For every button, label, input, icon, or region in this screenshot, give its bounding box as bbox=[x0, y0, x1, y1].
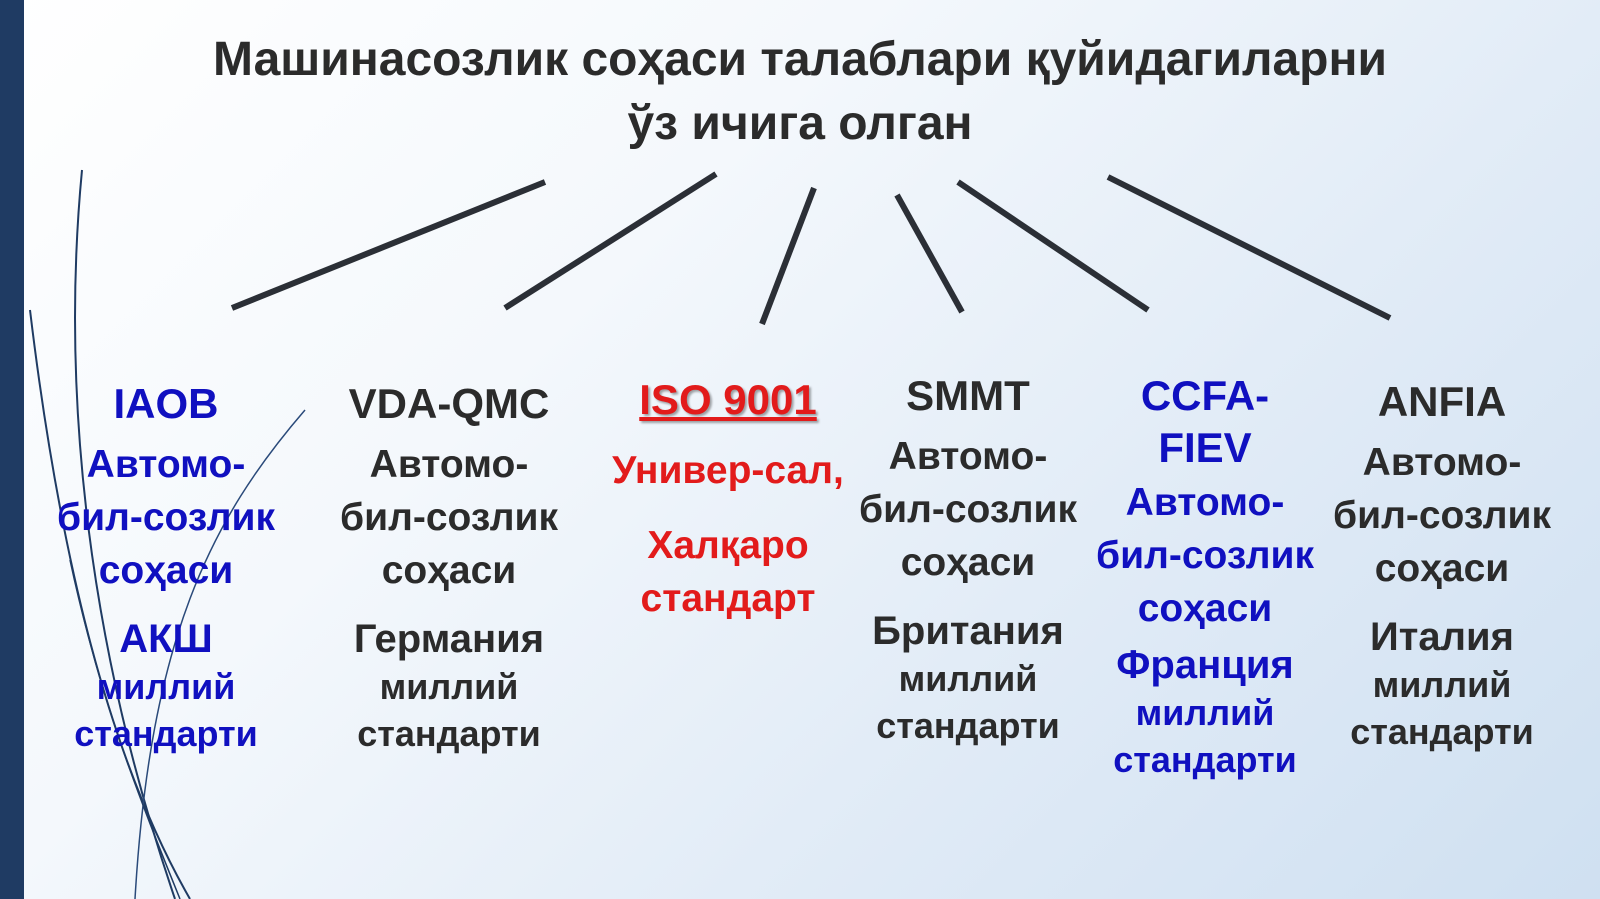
standard-country: Италия bbox=[1370, 615, 1514, 659]
connector-line-smmt bbox=[894, 193, 965, 314]
standard-description: Автомо-бил-созлик соҳаси bbox=[57, 443, 275, 592]
column-smmt: SMMT Автомо-бил-созлик соҳаси Британия м… bbox=[848, 370, 1088, 749]
column-iso-9001: ISO 9001 Универ-сал, Халқаро стандарт bbox=[608, 374, 848, 625]
standard-type: миллий стандарти bbox=[1350, 664, 1534, 752]
standard-country: Германия bbox=[353, 617, 545, 661]
standard-type: миллий стандарти bbox=[74, 666, 258, 754]
connector-line-iso bbox=[759, 186, 817, 326]
standard-code: VDA-QMC bbox=[348, 380, 550, 427]
column-vda-qmc: VDA-QMC Автомо-бил-созлик соҳаси Германи… bbox=[329, 378, 569, 757]
standard-scope: Халқаро стандарт bbox=[640, 524, 816, 620]
standard-code: CCFA-FIEV bbox=[1140, 372, 1270, 471]
column-ccfa-fiev: CCFA-FIEV Автомо-бил-созлик соҳаси Франц… bbox=[1085, 370, 1325, 783]
standard-country: Франция bbox=[1116, 643, 1294, 687]
standard-country: АКШ bbox=[119, 617, 213, 661]
page-title: Машинасозлик соҳаси талаблари қуйидагила… bbox=[0, 28, 1600, 156]
column-iaob: IAOB Автомо-бил-созлик соҳаси АКШ миллий… bbox=[46, 378, 286, 757]
standard-code: ANFIA bbox=[1377, 378, 1507, 425]
connector-line-anfia bbox=[1106, 174, 1392, 321]
standard-type: миллий стандарти bbox=[876, 658, 1060, 746]
standard-code: ISO 9001 bbox=[639, 376, 817, 423]
connector-line-iaob bbox=[230, 179, 547, 311]
standard-type: миллий стандарти bbox=[1113, 692, 1297, 780]
connector-line-vda bbox=[503, 171, 718, 311]
standard-description: Автомо-бил-созлик соҳаси bbox=[859, 435, 1077, 584]
standard-description: Автомо-бил-созлик соҳаси bbox=[1333, 441, 1551, 590]
standard-description: Автомо-бил-созлик соҳаси bbox=[340, 443, 558, 592]
column-anfia: ANFIA Автомо-бил-созлик соҳаси Италия ми… bbox=[1322, 376, 1562, 755]
standard-country: Британия bbox=[872, 609, 1064, 653]
left-accent-bar bbox=[0, 0, 24, 899]
standard-code: IAOB bbox=[113, 380, 219, 427]
standard-description: Автомо-бил-созлик соҳаси bbox=[1096, 481, 1314, 630]
standard-code: SMMT bbox=[906, 372, 1030, 419]
standard-description: Универ-сал, bbox=[612, 449, 844, 492]
title-line-2: ўз ичига олган bbox=[627, 97, 973, 150]
title-line-1: Машинасозлик соҳаси талаблари қуйидагила… bbox=[213, 33, 1387, 86]
connector-line-ccfa bbox=[956, 179, 1150, 313]
standard-type: миллий стандарти bbox=[357, 666, 541, 754]
